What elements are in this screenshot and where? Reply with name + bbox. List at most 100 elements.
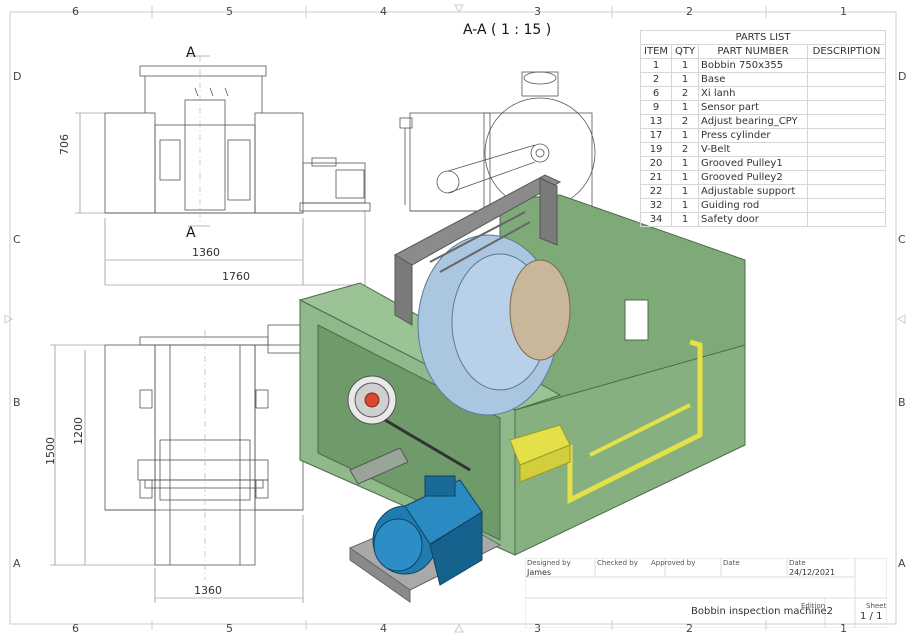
dim-bottom-height-outer: 1500 (44, 437, 57, 465)
top-view-dims (50, 330, 304, 603)
zone-label-right: D (898, 70, 907, 83)
parts-cell-item: 6 (639, 86, 673, 101)
parts-list-table: PARTS LIST ITEM QTY PART NUMBER DESCRIPT… (639, 30, 886, 227)
parts-cell-part: Xi lanh (698, 86, 808, 101)
parts-cell-qty: 2 (671, 114, 700, 129)
parts-cell-item: 13 (639, 114, 673, 129)
pulley-hub (364, 392, 380, 408)
parts-cell-item: 19 (639, 142, 673, 157)
parts-header-qty: QTY (671, 44, 700, 59)
zone-label-bottom: 2 (686, 622, 693, 635)
section-marker-top: A (186, 45, 196, 61)
front-view-dims (75, 55, 366, 290)
parts-cell-part: Safety door (698, 212, 808, 227)
tb-date-label: Date (723, 559, 740, 567)
tb-approved-by-label: Approved by (651, 559, 696, 567)
section-view-title: A-A ( 1 : 15 ) (463, 22, 552, 38)
parts-cell-item: 34 (639, 212, 673, 227)
zone-label-bottom: 3 (534, 622, 541, 635)
zone-label-right: A (898, 557, 906, 570)
guiding-rod (429, 211, 526, 263)
frame-right-side (514, 344, 746, 556)
dim-top-width-inner: 1360 (192, 246, 220, 259)
parts-cell-desc (807, 142, 886, 157)
tb-date2-label: Date (789, 559, 806, 567)
tb-date: 24/12/2021 (789, 568, 836, 577)
parts-cell-part: Press cylinder (698, 128, 808, 143)
parts-cell-desc (807, 212, 886, 227)
parts-cell-item: 17 (639, 128, 673, 143)
frame-window (624, 299, 649, 341)
parts-header-item: ITEM (639, 44, 673, 59)
front-view (104, 65, 371, 214)
parts-cell-part: Bobbin 750x355 (698, 58, 808, 73)
parts-cell-part: Adjustable support (698, 184, 808, 199)
parts-cell-qty: 1 (671, 170, 700, 185)
center-mark-right (896, 314, 906, 324)
tb-drawing-title: Bobbin inspection machine2 (691, 606, 833, 617)
parts-cell-part: Guiding rod (698, 198, 808, 213)
parts-cell-qty: 2 (671, 86, 700, 101)
dim-top-height: 706 (58, 134, 71, 155)
parts-cell-qty: 1 (671, 100, 700, 115)
v-belt (384, 418, 471, 472)
zone-label-top: 5 (226, 5, 233, 18)
tb-designer: James (527, 568, 552, 577)
zone-label-left: A (13, 557, 21, 570)
section-marker-bottom: A (186, 225, 196, 241)
parts-cell-desc (807, 114, 886, 129)
tb-sheet-label: Sheet (866, 602, 887, 610)
isometric-machine (298, 174, 746, 603)
safety-rail (567, 339, 703, 505)
zone-label-top: 6 (72, 5, 79, 18)
parts-header-desc: DESCRIPTION (807, 44, 886, 59)
parts-cell-desc (807, 86, 886, 101)
parts-cell-part: Adjust bearing_CPY (698, 114, 808, 129)
zone-label-top: 2 (686, 5, 693, 18)
parts-header-part: PART NUMBER (698, 44, 808, 59)
parts-cell-qty: 1 (671, 58, 700, 73)
parts-cell-qty: 1 (671, 184, 700, 199)
dim-top-width-outer: 1760 (222, 270, 250, 283)
bobbin-hub (509, 259, 571, 361)
parts-cell-qty: 1 (671, 72, 700, 87)
zone-label-left: D (13, 70, 22, 83)
center-mark-bottom (454, 623, 464, 633)
parts-cell-desc (807, 198, 886, 213)
parts-cell-qty: 1 (671, 156, 700, 171)
zone-label-right: C (898, 233, 906, 246)
zone-label-right: B (898, 396, 906, 409)
dim-bottom-height-inner: 1200 (72, 417, 85, 445)
parts-cell-desc (807, 72, 886, 87)
tb-sheet-number: 1 / 1 (860, 611, 883, 622)
zone-label-bottom: 1 (840, 622, 847, 635)
center-mark-top (454, 4, 464, 14)
parts-cell-qty: 1 (671, 128, 700, 143)
title-block: Designed by Checked by Approved by Date … (525, 558, 887, 628)
parts-cell-item: 9 (639, 100, 673, 115)
gantry-leg-right (539, 177, 558, 246)
title-block-lines (525, 558, 887, 628)
zone-label-left: B (13, 396, 21, 409)
tb-designed-by-label: Designed by (527, 559, 571, 567)
parts-cell-part: Base (698, 72, 808, 87)
parts-cell-item: 1 (639, 58, 673, 73)
parts-cell-item: 21 (639, 170, 673, 185)
center-mark-left (4, 314, 14, 324)
parts-cell-desc (807, 128, 886, 143)
parts-cell-desc (807, 170, 886, 185)
parts-cell-desc (807, 58, 886, 73)
zone-label-top: 3 (534, 5, 541, 18)
zone-label-bottom: 6 (72, 622, 79, 635)
tb-checked-by-label: Checked by (597, 559, 638, 567)
